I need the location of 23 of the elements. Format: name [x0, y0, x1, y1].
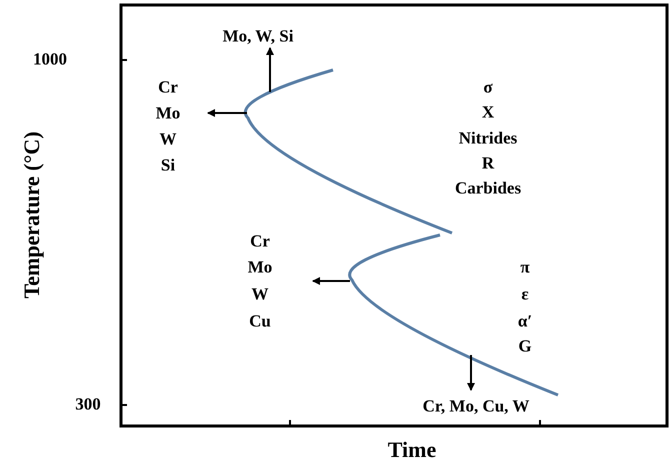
- element-label: Cr, Mo, Cu, W: [422, 398, 530, 416]
- element-label: Si: [160, 156, 176, 176]
- element-label: Mo: [156, 104, 180, 124]
- phase-label: ε: [521, 286, 529, 304]
- phase-label: Χ: [482, 104, 494, 122]
- phase-label: σ: [483, 78, 493, 98]
- tick-label: 300: [75, 396, 101, 414]
- phase-label: π: [520, 258, 530, 278]
- phase-label: Carbides: [454, 180, 522, 198]
- element-label: Cr: [158, 78, 178, 98]
- phase-label: R: [482, 154, 494, 174]
- element-label: Cu: [249, 312, 271, 332]
- element-label: Mo, W, Si: [222, 28, 294, 46]
- element-label: Mo: [248, 258, 272, 278]
- phase-label: G: [518, 338, 532, 356]
- phase-label: α′: [518, 312, 532, 332]
- element-label: Cr: [250, 232, 270, 252]
- phase-label: Nitrides: [458, 130, 518, 148]
- element-label: W: [252, 286, 268, 304]
- axis-title: Time: [388, 438, 436, 462]
- axis-title: Temperature (°C): [20, 131, 44, 299]
- tick-label: 1000: [33, 50, 67, 70]
- element-label: W: [160, 130, 176, 150]
